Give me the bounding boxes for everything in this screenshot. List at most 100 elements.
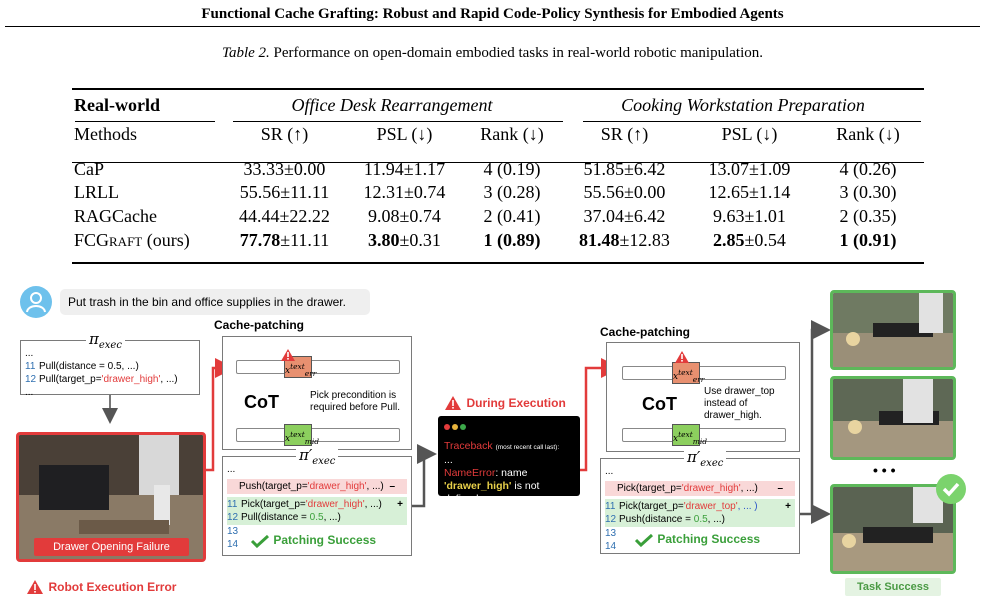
method-cell: FCGraft (ours) — [74, 229, 190, 250]
traceback-line: Traceback (most recent call last): — [444, 440, 560, 452]
warning-icon — [27, 579, 43, 594]
col-methods: Methods — [74, 124, 137, 144]
table-corner: Real-world — [74, 95, 160, 115]
cache-slot-top-2 — [622, 366, 786, 380]
more-frames-ellipsis: • • • — [873, 462, 896, 478]
pi-prime-label-1: π′exec — [296, 446, 339, 467]
x-err-token-2: xtexterr — [672, 362, 704, 384]
cache-patching-title-2: Cache-patching — [600, 325, 691, 339]
table-cmidrule-3 — [583, 121, 921, 122]
cache-patching-title-1: Cache-patching — [214, 318, 305, 332]
table-cmidrule-1 — [75, 121, 215, 122]
check-icon — [634, 533, 654, 547]
col-psl-1: PSL (↓) — [376, 124, 433, 144]
value-cell: 55.56±11.11 — [239, 181, 330, 202]
col-psl-2: PSL (↓) — [721, 124, 778, 144]
table-row-ours: FCGraft (ours) 77.78±11.11 3.80±0.31 1 (… — [72, 228, 924, 252]
error-line: NameError: name — [444, 467, 528, 479]
code-line: 13 — [227, 526, 239, 537]
x-err-token-1: xtexterr — [284, 356, 316, 378]
value-cell: 77.78±11.11 — [239, 229, 330, 250]
running-header: Functional Cache Grafting: Robust and Ra… — [201, 6, 784, 22]
group-office: Office Desk Rearrangement — [291, 95, 493, 115]
value-cell: 3 (0.28) — [483, 181, 541, 202]
col-rank-1: Rank (↓) — [480, 124, 544, 144]
terminal-dots — [444, 421, 574, 434]
code-line: 14 — [605, 541, 617, 552]
pi-exec-label: πexec — [86, 330, 125, 351]
code-line: ... — [25, 387, 34, 398]
value-cell: 1 (0.89) — [483, 229, 541, 250]
value-cell: 12.31±0.74 — [363, 181, 446, 202]
error-line: 'drawer_high' is not defined — [444, 480, 540, 505]
value-cell: 3.80±0.31 — [368, 229, 441, 250]
removed-line: Pick(target_p='drawer_high', ...)– — [605, 481, 795, 496]
user-avatar-icon — [20, 286, 52, 318]
value-cell: 1 (0.91) — [839, 229, 897, 250]
patching-success-2: Patching Success — [634, 532, 760, 547]
value-cell: 11.94±1.17 — [363, 159, 446, 179]
value-cell: 4 (0.19) — [483, 159, 541, 179]
cot-label-2: CoT — [642, 394, 677, 414]
table-header-row: Methods SR (↑) PSL (↓) Rank (↓) SR (↑) P… — [72, 120, 924, 151]
success-photo-2 — [830, 376, 956, 460]
header-rule — [5, 26, 980, 27]
warning-icon — [281, 349, 295, 361]
table-top-rule — [72, 88, 924, 90]
value-cell: 9.08±0.74 — [368, 205, 441, 226]
patched-code-box-2: ... Pick(target_p='drawer_high', ...)– 1… — [600, 458, 800, 554]
table-mid-rule — [72, 162, 924, 163]
code-line: 13 — [605, 528, 617, 539]
table-caption: Table 2. Performance on open-domain embo… — [0, 45, 985, 62]
value-cell: 2.85±0.54 — [713, 229, 786, 250]
robot-error-label: Robot Execution Error — [26, 578, 176, 596]
col-rank-2: Rank (↓) — [836, 124, 900, 144]
value-cell: 55.56±0.00 — [583, 181, 666, 202]
success-check-icon — [936, 474, 966, 504]
warning-icon — [675, 351, 689, 363]
patching-success-1: Patching Success — [250, 533, 376, 548]
pi-prime-label-2: π′exec — [684, 448, 727, 469]
value-cell: 4 (0.26) — [839, 159, 897, 179]
value-cell: 81.48±12.83 — [579, 229, 670, 250]
check-icon — [250, 534, 270, 548]
table-row: RAGCache 44.44±22.22 9.08±0.74 2 (0.41) … — [72, 204, 924, 228]
cache-slot-bottom-2 — [622, 428, 786, 442]
value-cell: 13.07±1.09 — [708, 159, 791, 179]
value-cell: 2 (0.35) — [839, 205, 897, 226]
cot-label-1: CoT — [244, 392, 279, 412]
value-cell: 44.44±22.22 — [239, 205, 330, 226]
results-table: Real-world Office Desk Rearrangement Coo… — [72, 88, 924, 252]
caption-label: Table 2. — [222, 45, 270, 61]
value-cell: 3 (0.30) — [839, 181, 897, 202]
method-cell: RAGCache — [74, 205, 157, 226]
success-photo-1 — [830, 290, 956, 370]
col-sr-2: SR (↑) — [600, 124, 649, 144]
code-line: ... — [227, 464, 236, 475]
warning-icon — [445, 395, 461, 410]
method-cell: LRLL — [74, 181, 119, 202]
value-cell: 51.85±6.42 — [583, 159, 666, 179]
cache-slot-top-1 — [236, 360, 400, 374]
patched-code-box-1: ... Push(target_p='drawer_high', ...)– 1… — [222, 456, 412, 556]
value-cell: 37.04±6.42 — [583, 205, 666, 226]
group-cooking: Cooking Workstation Preparation — [621, 95, 865, 115]
failure-badge: Drawer Opening Failure — [34, 538, 189, 556]
method-cell: CaP — [74, 159, 105, 179]
caption-text: Performance on open-domain embodied task… — [273, 45, 763, 61]
table-cmidrule-2 — [233, 121, 563, 122]
code-line: ... — [25, 348, 34, 359]
pipeline-figure: Put trash in the bin and office supplies… — [0, 270, 985, 603]
during-execution-label: During Execution — [444, 394, 566, 412]
